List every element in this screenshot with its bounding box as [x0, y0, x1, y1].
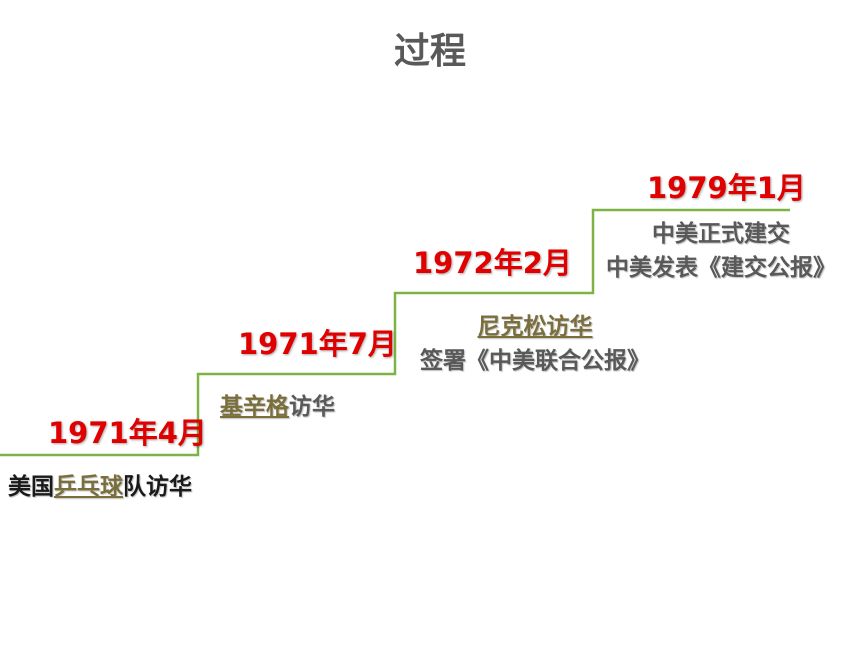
step-1-text-after: 队访华 — [123, 474, 192, 500]
step-4-event: 中美正式建交 中美发表《建交公报》 — [582, 214, 860, 282]
step-1-event: 美国乒乓球队访华 — [8, 467, 192, 501]
step-1-text-before: 美国 — [8, 474, 54, 500]
step-3-event: 尼克松访华 签署《中美联合公报》 — [385, 307, 685, 375]
step-3-date: 1972年2月 — [413, 246, 572, 280]
step-1-link-pingpong[interactable]: 乒乓球 — [54, 474, 123, 500]
step-2-date: 1971年7月 — [238, 327, 397, 361]
step-2-text-after: 访华 — [289, 394, 335, 420]
step-4-line2: 中美发表《建交公报》 — [606, 255, 836, 281]
step-4-line1: 中美正式建交 — [652, 221, 790, 247]
page-title: 过程 — [393, 31, 466, 72]
step-2-event: 基辛格访华 — [220, 387, 335, 421]
step-1-date: 1971年4月 — [48, 416, 207, 450]
step-3-link-nixon[interactable]: 尼克松访华 — [477, 314, 593, 340]
step-3-line2: 签署《中美联合公报》 — [420, 348, 650, 374]
step-4-date: 1979年1月 — [647, 171, 806, 205]
staircase-line — [0, 208, 790, 457]
step-2-link-kissinger[interactable]: 基辛格 — [220, 394, 289, 420]
